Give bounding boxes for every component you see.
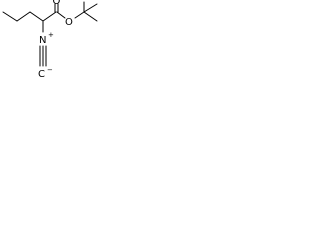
molecule-structure: O O N + C − xyxy=(2,0,98,80)
bond-tbutyl-methyl-down xyxy=(83,11,98,22)
bond-tbutyl-methyl-right xyxy=(83,3,98,13)
bond-ester-oxygen-to-tbutyl xyxy=(74,11,85,19)
carbonyl-oxygen-label: O xyxy=(53,0,61,7)
nitrogen-charge-label: + xyxy=(48,31,54,39)
bond-methyl-left xyxy=(2,11,18,22)
isocyanide-carbon-charge-label: − xyxy=(47,66,53,74)
nitrogen-label: N xyxy=(39,35,46,46)
ester-oxygen-label: O xyxy=(65,17,73,28)
bond-carbonyl-to-ester-oxygen xyxy=(56,11,66,19)
isocyanide-carbon-label: C xyxy=(38,69,45,80)
bond-methyl-up xyxy=(16,11,31,22)
bond-alpha-to-carbonyl xyxy=(42,11,57,22)
bond-ch-to-alpha xyxy=(29,11,44,22)
